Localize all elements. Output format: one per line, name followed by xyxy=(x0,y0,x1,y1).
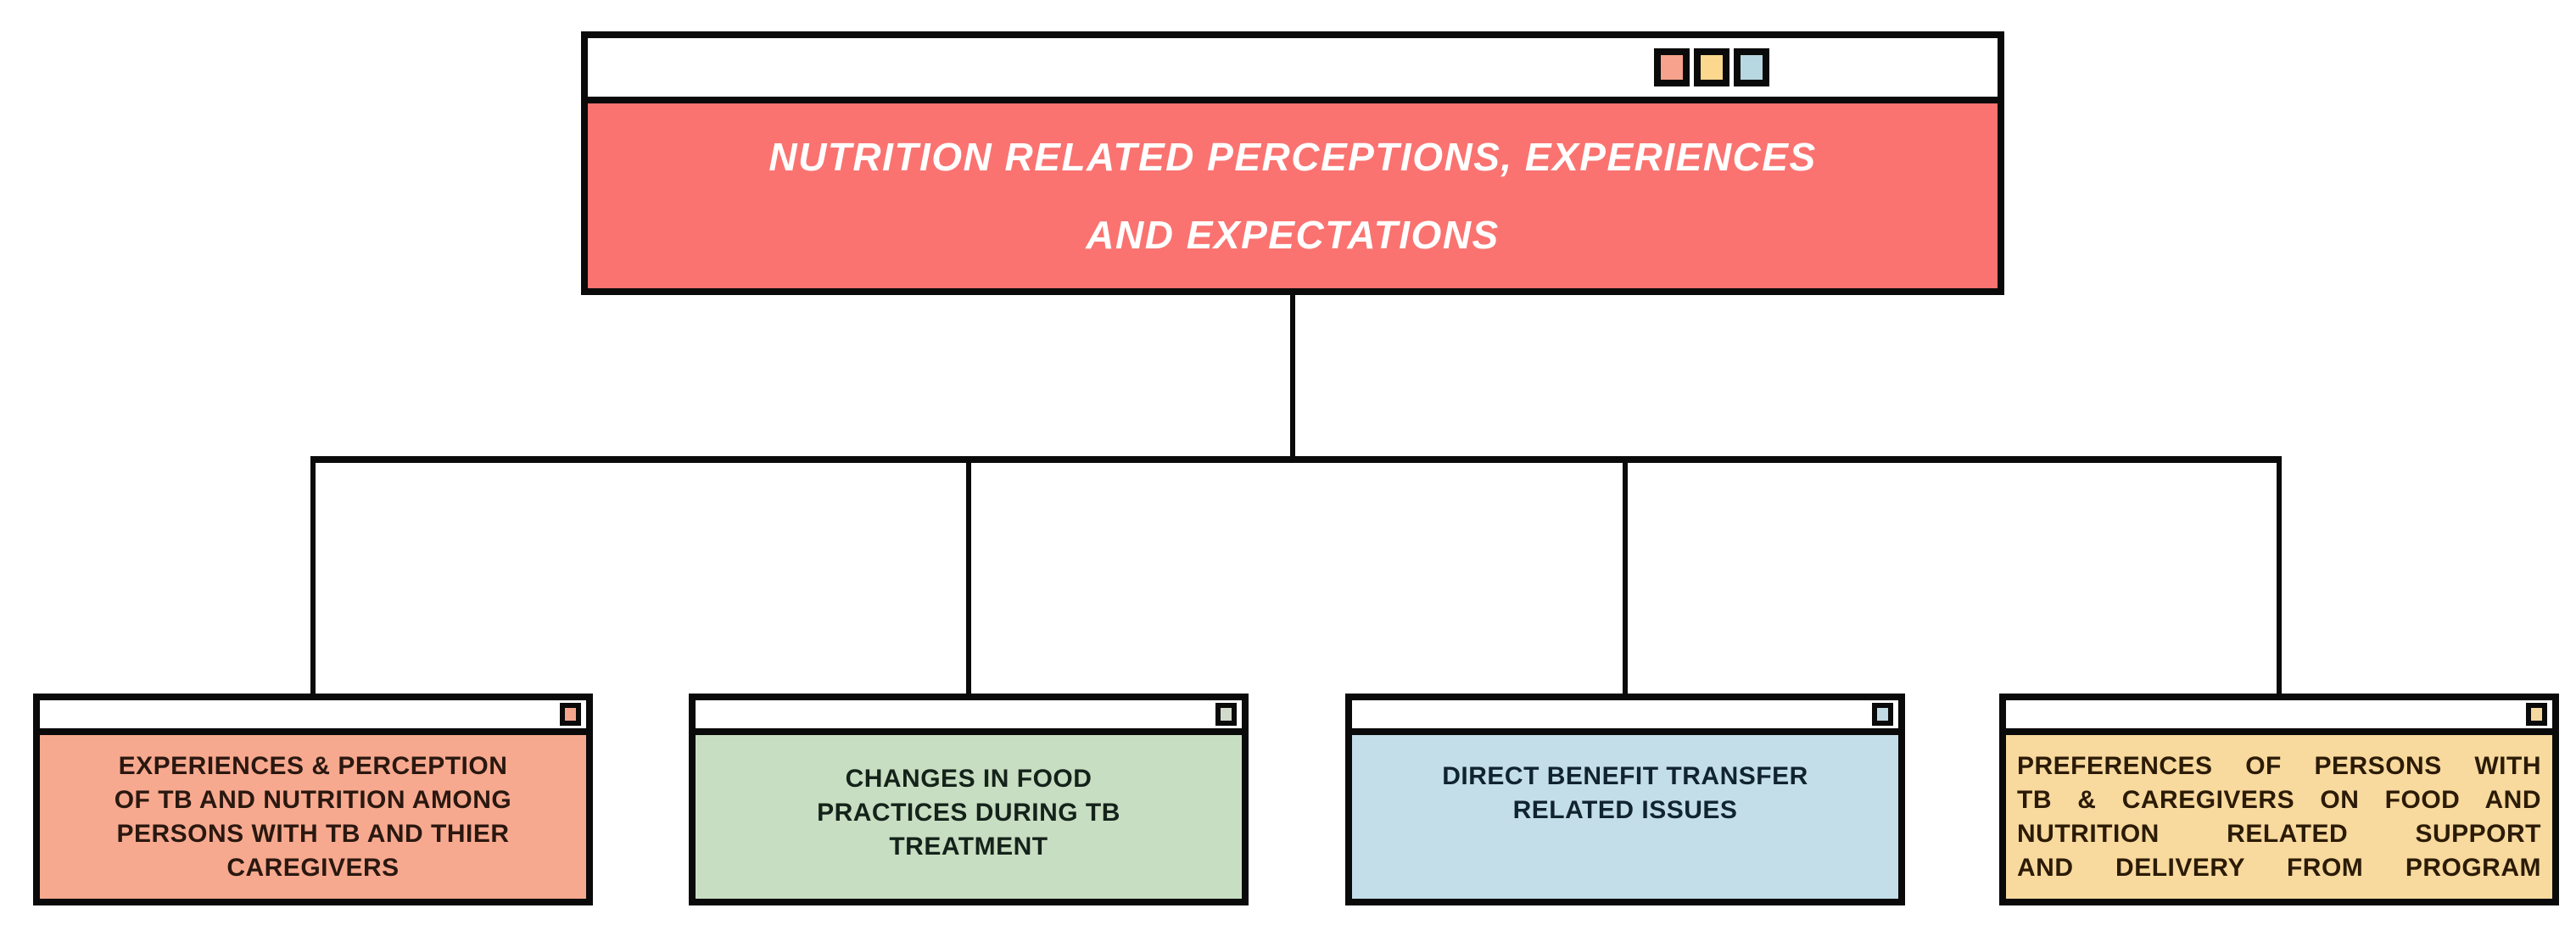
connector-drop-branch-2 xyxy=(966,458,971,700)
branch-node-window-1: EXPERIENCES & PERCEPTION OF TB AND NUTRI… xyxy=(33,694,593,905)
root-node-window: NUTRITION RELATED PERCEPTIONS, EXPERIENC… xyxy=(581,31,2004,295)
connector-drop-branch-4 xyxy=(2277,458,2282,700)
branch-1-titlebar-square-icon xyxy=(560,703,581,726)
branch-4-titlebar-square-icon xyxy=(2526,703,2547,726)
branch-2-titlebar-square-icon xyxy=(1215,703,1237,726)
titlebar-yellow-square-icon xyxy=(1694,48,1729,86)
branch-3-titlebar xyxy=(1352,700,1898,735)
branch-1-body: EXPERIENCES & PERCEPTION OF TB AND NUTRI… xyxy=(40,735,586,899)
branch-3-label: DIRECT BENEFIT TRANSFER RELATED ISSUES xyxy=(1442,761,1808,824)
titlebar-blue-square-icon xyxy=(1734,48,1769,86)
root-node-body: NUTRITION RELATED PERCEPTIONS, EXPERIENC… xyxy=(588,103,1998,288)
connector-horizontal-bar xyxy=(310,456,2282,463)
branch-node-window-4: PREFERENCES OF PERSONS WITH TB & CAREGIV… xyxy=(1999,694,2559,905)
branch-3-body: DIRECT BENEFIT TRANSFER RELATED ISSUES xyxy=(1352,735,1898,899)
branch-3-titlebar-square-icon xyxy=(1872,703,1893,726)
branch-2-body: CHANGES IN FOOD PRACTICES DURING TB TREA… xyxy=(696,735,1242,899)
root-node-title: NUTRITION RELATED PERCEPTIONS, EXPERIENC… xyxy=(768,135,1817,257)
branch-2-titlebar xyxy=(696,700,1242,735)
branch-2-label: CHANGES IN FOOD PRACTICES DURING TB TREA… xyxy=(817,764,1120,861)
root-window-titlebar xyxy=(588,38,1998,103)
branch-4-titlebar xyxy=(2006,700,2552,735)
branch-4-label: PREFERENCES OF PERSONS WITH TB & CAREGIV… xyxy=(2017,751,2541,882)
branch-4-body: PREFERENCES OF PERSONS WITH TB & CAREGIV… xyxy=(2006,735,2552,899)
connector-drop-branch-1 xyxy=(310,458,316,700)
branch-node-window-2: CHANGES IN FOOD PRACTICES DURING TB TREA… xyxy=(689,694,1249,905)
branch-1-label: EXPERIENCES & PERCEPTION OF TB AND NUTRI… xyxy=(114,751,512,882)
titlebar-salmon-square-icon xyxy=(1654,48,1690,86)
branch-node-window-3: DIRECT BENEFIT TRANSFER RELATED ISSUES xyxy=(1345,694,1905,905)
connector-root-stem xyxy=(1290,292,1295,463)
connector-drop-branch-3 xyxy=(1623,458,1628,700)
branch-1-titlebar xyxy=(40,700,586,735)
